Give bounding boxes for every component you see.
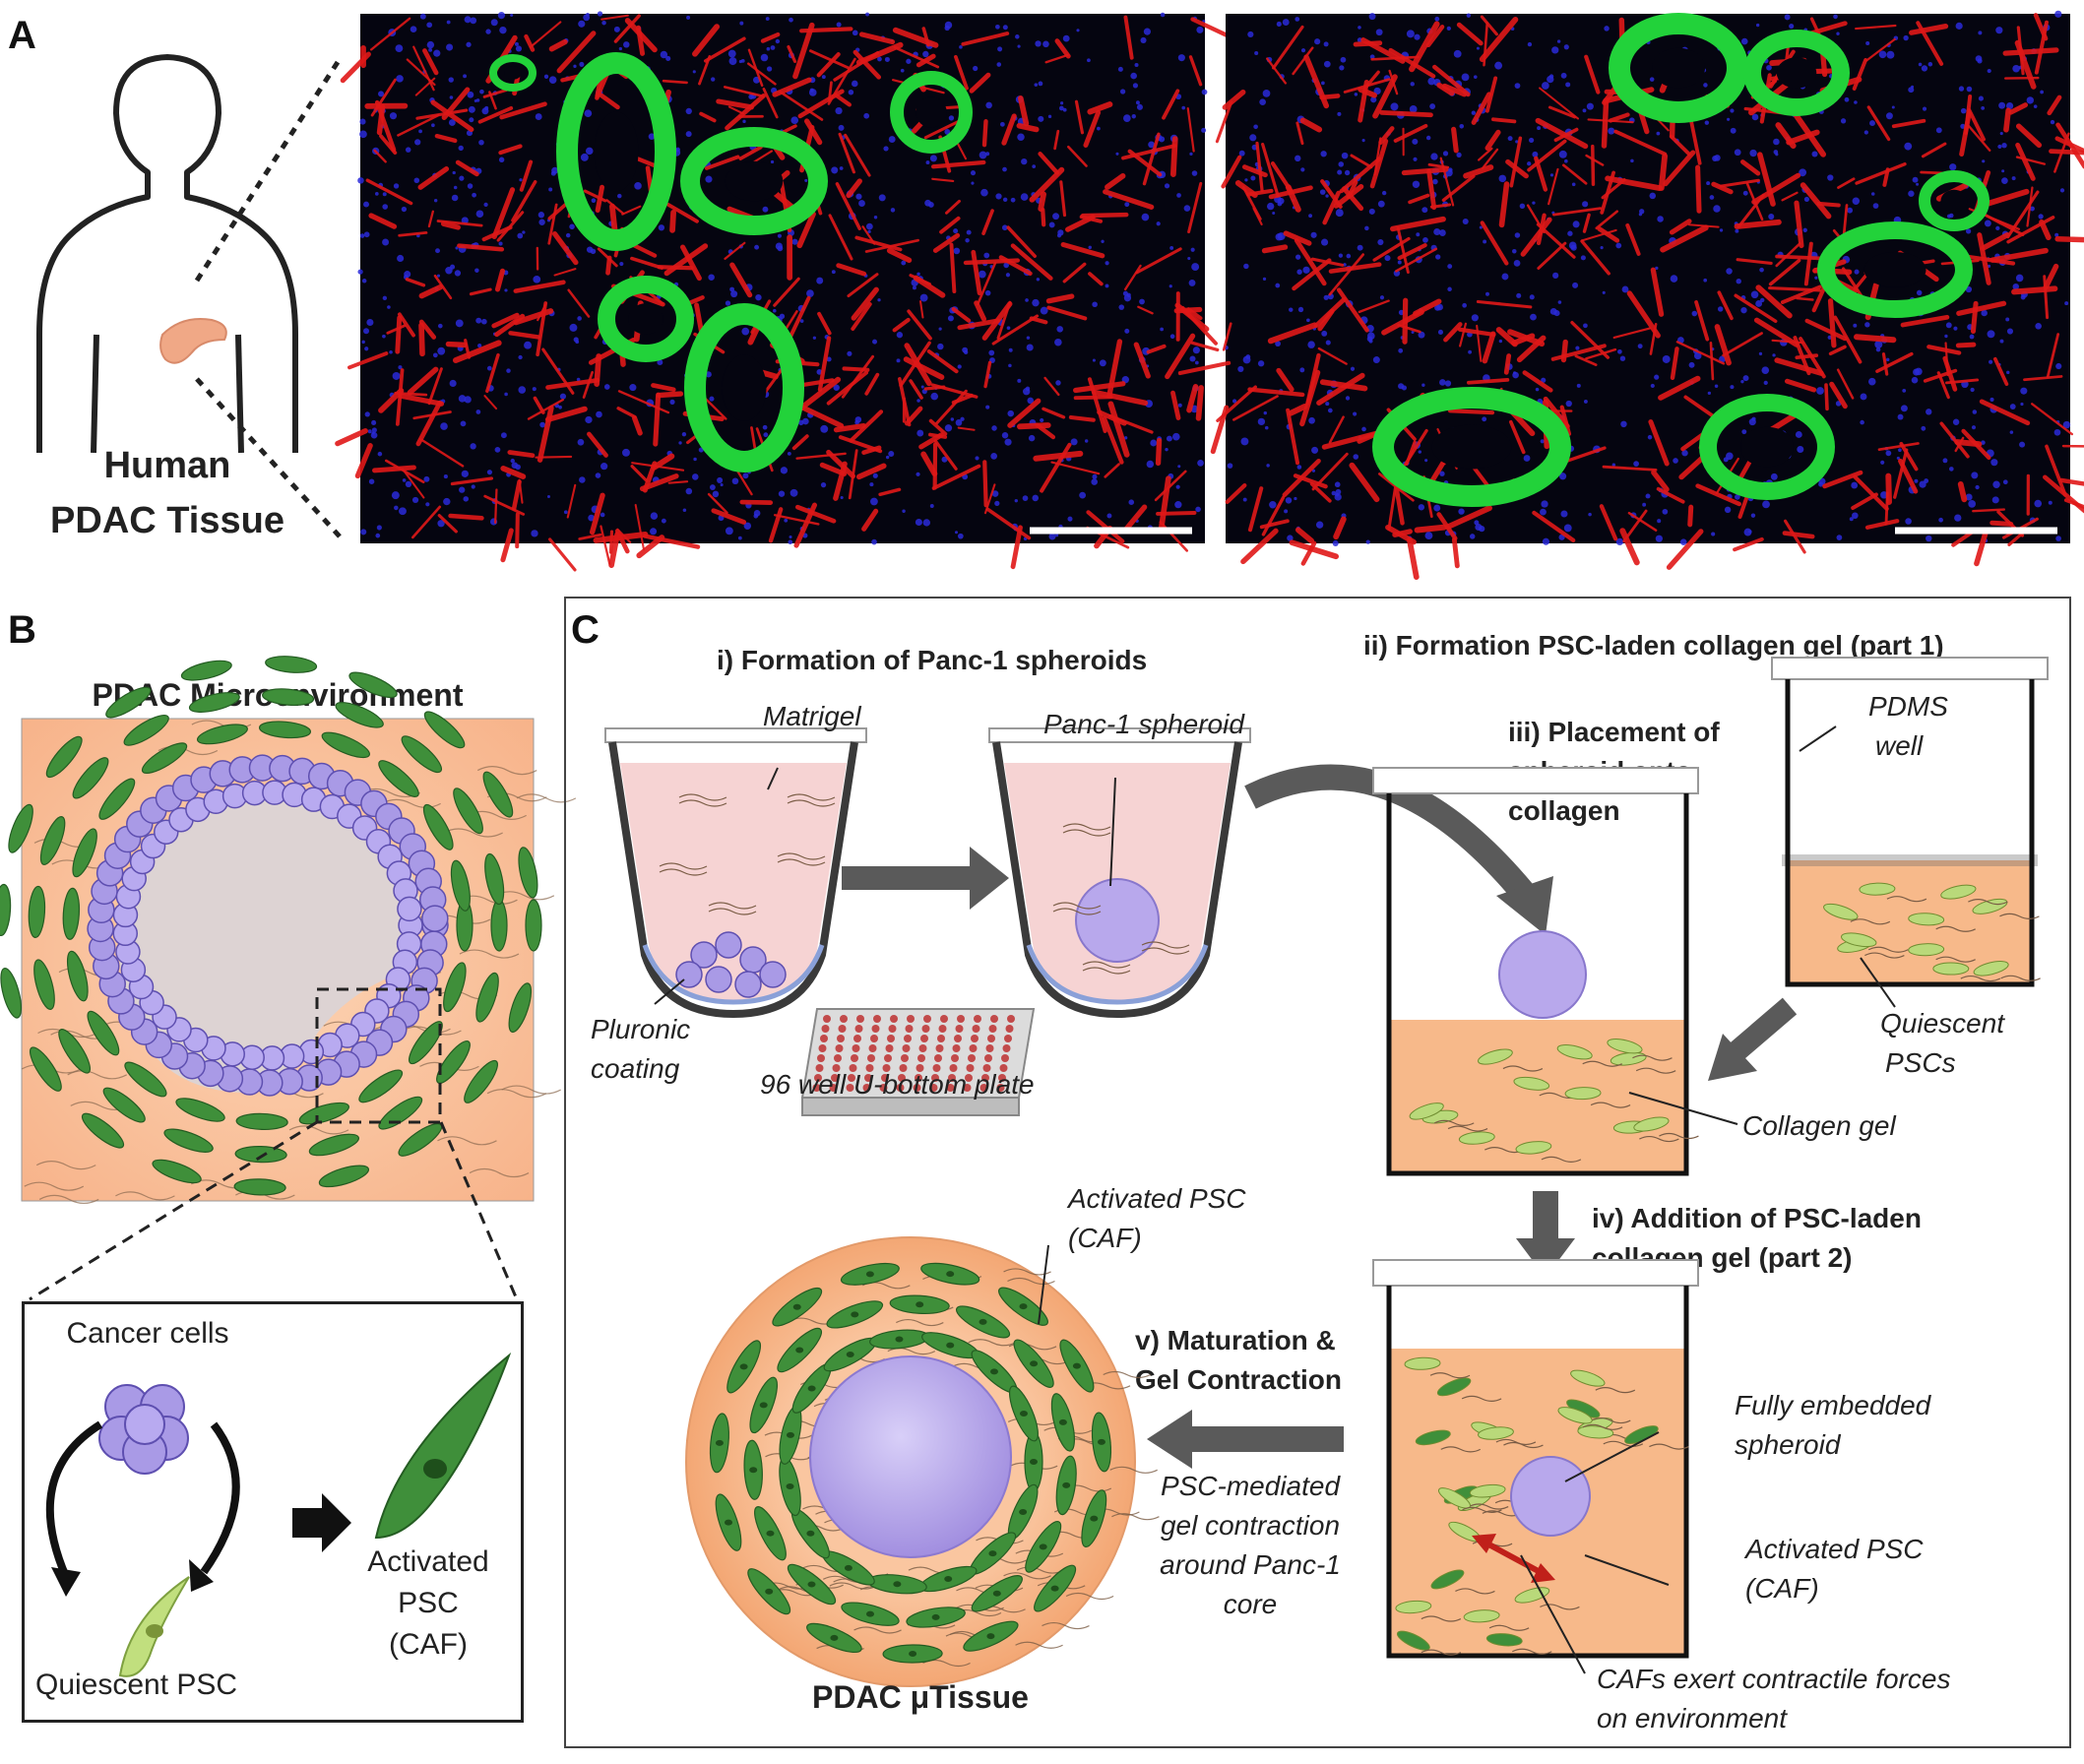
caf-label: (CAF) [1745, 1573, 1819, 1604]
u-bottom-wells [604, 727, 1251, 1116]
quiescent-pscs-line2: PSCs [1885, 1047, 1956, 1078]
pdms-well [1771, 657, 2049, 1008]
96-well-plate-icon [800, 1008, 1036, 1116]
panc1-spheroid-label: Panc-1 spheroid [1043, 709, 1244, 739]
collagen-well-iii [1372, 767, 1699, 1176]
activated-psc-icon [374, 1352, 512, 1540]
step-iv-line1: iv) Addition of PSC-laden [1592, 1203, 1922, 1233]
pluronic-line2: coating [591, 1053, 680, 1084]
step-v-line2: Gel Contraction [1135, 1364, 1343, 1395]
arrow-ii-to-iii [1708, 997, 1798, 1081]
fully-embedded-line1: Fully embedded [1735, 1390, 1931, 1420]
spheroid-icon [1510, 1456, 1591, 1537]
cancer-cells-label: Cancer cells [66, 1317, 229, 1350]
panel-a-title-line1: Human [103, 445, 231, 486]
cancer-cluster-icon [98, 1384, 189, 1475]
panel-c-letter: C [571, 608, 600, 652]
matrigel-label: Matrigel [763, 701, 861, 731]
step-i-label: i) Formation of Panc-1 spheroids [717, 645, 1148, 675]
step-v-line1: v) Maturation & [1135, 1325, 1336, 1355]
fully-embedded-line2: spheroid [1735, 1429, 1841, 1460]
micrograph-right [1177, 10, 2084, 580]
microenvironment-diagram [0, 656, 577, 1205]
arrow-iv [1516, 1191, 1575, 1278]
zoom-lines [29, 1120, 519, 1301]
plate-label: 96 well U-bottom plate [760, 1069, 1035, 1100]
psc-mediated-line2: gel contraction [1160, 1510, 1341, 1541]
step-iii-line3: collagen [1508, 795, 1620, 826]
cafs-line2: on environment [1597, 1703, 1788, 1733]
pdms-line1: PDMS [1868, 691, 1948, 722]
cell-cycle-diagram [45, 1352, 512, 1677]
collagen-gel-label: Collagen gel [1742, 1110, 1896, 1141]
activated-line3: (CAF) [389, 1628, 468, 1661]
cell-type-inset [22, 1301, 524, 1723]
collagen-leader [1628, 1092, 1738, 1125]
cafs-line1: CAFs exert contractile forces [1597, 1664, 1951, 1694]
utissue-diagram [685, 1236, 1160, 1687]
psc-mediated-line4: core [1223, 1589, 1278, 1619]
activated-psc-label: Activated PSC [1745, 1534, 1924, 1564]
activated-line1: Activated [367, 1545, 489, 1578]
step-ii-label: ii) Formation PSC-laden collagen gel (pa… [1363, 630, 1944, 661]
psc-mediated-line3: around Panc-1 [1160, 1549, 1341, 1580]
spheroid-icon [1075, 878, 1160, 963]
spheroid-icon [1498, 930, 1587, 1019]
arrow-v [1147, 1410, 1344, 1469]
utissue-label: PDAC μTissue [812, 1679, 1029, 1715]
collagen-well-iv [1372, 1259, 1699, 1674]
zoom-box [315, 987, 442, 1124]
pluronic-line1: Pluronic [591, 1014, 691, 1044]
panel-a-letter: A [8, 14, 36, 57]
micrograph-left [335, 11, 1241, 572]
panel-c-frame [564, 597, 2071, 1748]
pdms-line2: well [1875, 730, 1924, 761]
pancreas-icon [159, 318, 227, 364]
activated-line2: PSC [398, 1587, 459, 1619]
quiescent-psc-label: Quiescent PSC [35, 1669, 238, 1701]
step-iii-line1: iii) Placement of [1508, 717, 1720, 747]
psc-mediated-line1: PSC-mediated [1160, 1471, 1341, 1501]
quiescent-pscs-line1: Quiescent [1880, 1008, 2005, 1039]
activated-psc-top-line2: (CAF) [1068, 1223, 1142, 1253]
panel-b-letter: B [8, 608, 36, 652]
panel-a-title-line2: PDAC Tissue [50, 500, 284, 541]
human-silhouette-icon [36, 54, 343, 538]
panc1-core-icon [809, 1355, 1012, 1558]
activated-psc-top-line1: Activated PSC [1068, 1183, 1246, 1214]
